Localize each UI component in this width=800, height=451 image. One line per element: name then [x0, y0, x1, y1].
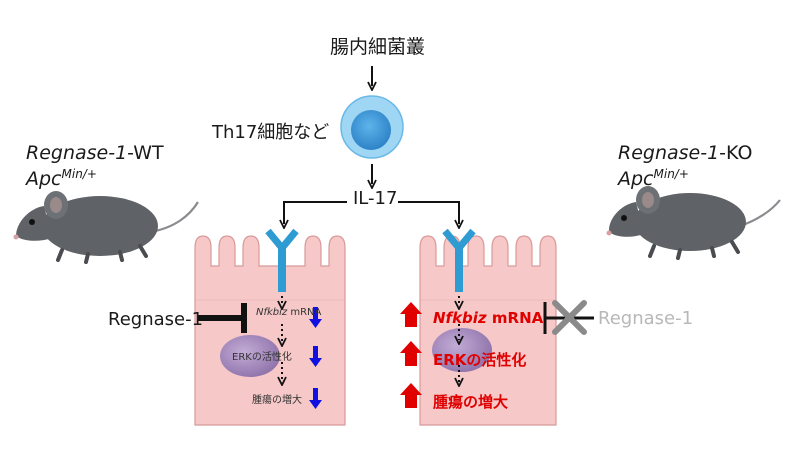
- regnase-inhibition-icon: [198, 303, 247, 333]
- regnase-right-label: Regnase-1: [598, 308, 694, 329]
- mouse-wt-icon: [13, 191, 199, 264]
- mouse-wt-suffix: -WT: [127, 142, 164, 164]
- microbiota-label: 腸内細菌叢: [330, 36, 426, 58]
- regnase-left-label: Regnase-1: [108, 309, 204, 330]
- down-arrow-icon-3: [309, 388, 322, 409]
- regnase-blocked-icon: [543, 300, 594, 335]
- mouse-ko-label: Regnase-1-KO ApcMin/+: [618, 143, 752, 190]
- right-epithelial-cell: [419, 235, 557, 426]
- left-tumor-label: 腫瘍の増大: [252, 395, 302, 406]
- down-arrow-icon-2: [309, 346, 322, 367]
- mouse-wt-apc: Apc: [26, 168, 62, 190]
- mouse-wt-gene: Regnase-1: [26, 142, 128, 164]
- right-receptor-icon: [442, 228, 476, 292]
- mouse-ko-gene: Regnase-1: [618, 142, 720, 164]
- mouse-wt-apc-sup: Min/+: [61, 167, 97, 181]
- up-arrow-icon-3: [400, 383, 422, 408]
- mouse-wt-label: Regnase-1-WT ApcMin/+: [26, 143, 164, 190]
- right-nfkbiz-label: Nfkbiz mRNA: [433, 309, 543, 327]
- down-arrow-icon-1: [309, 307, 322, 328]
- mouse-ko-icon: [606, 186, 781, 260]
- arrow-il17-to-left-cell: [284, 201, 347, 224]
- right-tumor-label: 腫瘍の増大: [433, 393, 509, 411]
- il17-label: IL-17: [353, 188, 398, 209]
- right-nfkbiz-rest: mRNA: [486, 309, 544, 327]
- right-erk-label: ERKの活性化: [433, 351, 527, 369]
- arrow-il17-to-right-cell: [398, 201, 459, 224]
- th17-label: Th17細胞など: [212, 122, 330, 143]
- mouse-ko-apc: Apc: [618, 168, 654, 190]
- left-nfkbiz-rest: mRNA: [287, 307, 322, 318]
- left-receptor-icon: [265, 228, 299, 292]
- left-epithelial-cell: [194, 235, 346, 426]
- left-nfkbiz-gene: Nfkbiz: [256, 307, 288, 318]
- right-nfkbiz-gene: Nfkbiz: [433, 309, 487, 327]
- th17-cell-icon: [340, 95, 404, 159]
- up-arrow-icon-2: [400, 341, 422, 366]
- left-erk-label: ERKの活性化: [232, 352, 292, 363]
- left-nfkbiz-label: Nfkbiz mRNA: [256, 307, 321, 318]
- up-arrow-icon-1: [400, 302, 422, 327]
- mouse-ko-apc-sup: Min/+: [653, 167, 689, 181]
- mouse-ko-suffix: -KO: [719, 142, 753, 164]
